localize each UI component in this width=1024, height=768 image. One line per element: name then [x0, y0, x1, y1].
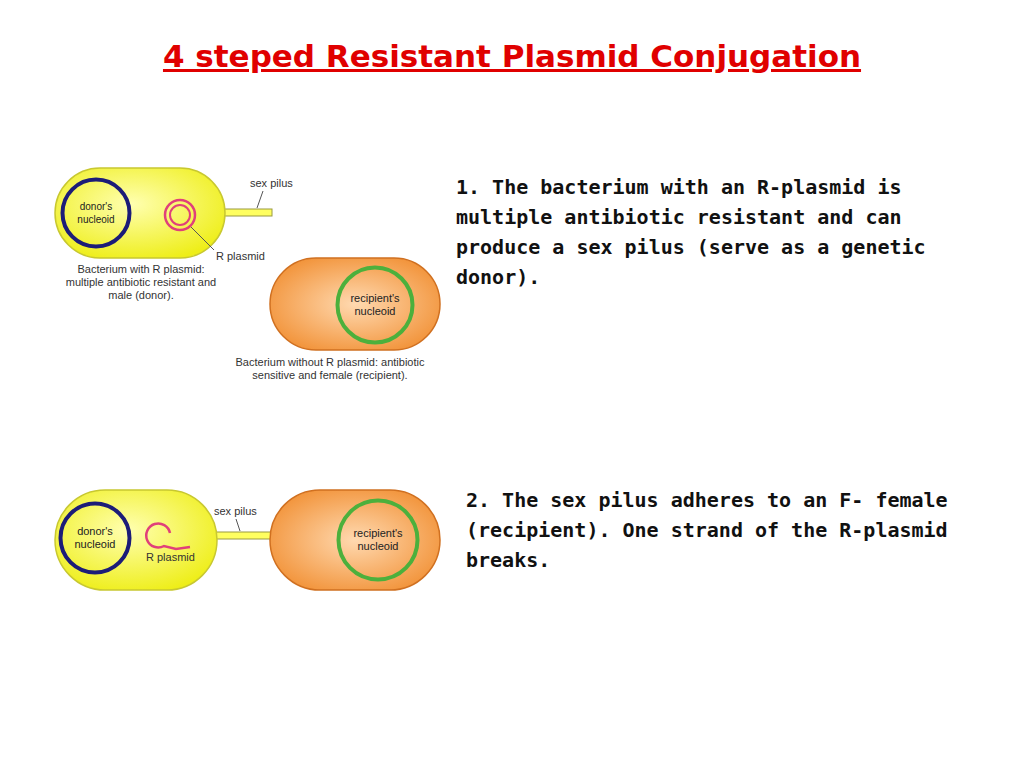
- nucleoid-label: donor's nucleoid: [64, 525, 126, 551]
- sex-pilus: [222, 209, 272, 216]
- title: 4 steped Resistant Plasmid Conjugation: [0, 38, 1024, 74]
- part-label: sex pilus: [214, 505, 257, 518]
- r-plasmid: [165, 200, 195, 230]
- nucleoid-circle: recipient's nucleoid: [336, 498, 420, 582]
- nucleoid-label: recipient's nucleoid: [344, 292, 406, 318]
- nucleoid-circle: donor's nucleoid: [58, 501, 132, 575]
- recipient-cell: [270, 490, 440, 590]
- r-plasmid: [170, 205, 190, 225]
- nucleoid-outline: [60, 177, 132, 249]
- cell-caption: Bacterium with R plasmid: multiple antib…: [58, 263, 224, 302]
- part-label: R plasmid: [146, 551, 195, 564]
- nucleoid-ring: [338, 268, 413, 343]
- nucleoid-ring: [339, 501, 418, 580]
- nucleoid-ring: [61, 504, 130, 573]
- cell-caption: Bacterium without R plasmid: antibiotic …: [214, 356, 446, 382]
- nucleoid-label: donor's nucleoid: [65, 200, 127, 226]
- step-text: 1. The bacterium with an R-plasmid is mu…: [456, 172, 958, 292]
- recipient-cell: [270, 258, 440, 350]
- step-text: 2. The sex pilus adheres to an F- female…: [466, 485, 1002, 575]
- leader-line: [257, 191, 263, 208]
- nucleoid-ring: [63, 180, 130, 247]
- nucleoid-label: recipient's nucleoid: [347, 527, 409, 553]
- nucleoid-circle: recipient's nucleoid: [335, 265, 415, 345]
- donor-cell: [55, 490, 217, 590]
- sex-pilus: [212, 532, 276, 539]
- nucleoid-text-holder: donor's nucleoid: [58, 501, 132, 575]
- nucleoid-text-holder: donor's nucleoid: [60, 177, 132, 249]
- part-label: R plasmid: [216, 250, 265, 263]
- nucleoid-circle: donor's nucleoid: [60, 177, 132, 249]
- broken-r-plasmid: [146, 523, 190, 549]
- donor-cell: [55, 168, 225, 258]
- nucleoid-text-holder: recipient's nucleoid: [335, 265, 415, 345]
- leader-line: [236, 519, 240, 531]
- leader-line: [191, 227, 214, 250]
- part-label: sex pilus: [250, 177, 293, 190]
- nucleoid-text-holder: recipient's nucleoid: [336, 498, 420, 582]
